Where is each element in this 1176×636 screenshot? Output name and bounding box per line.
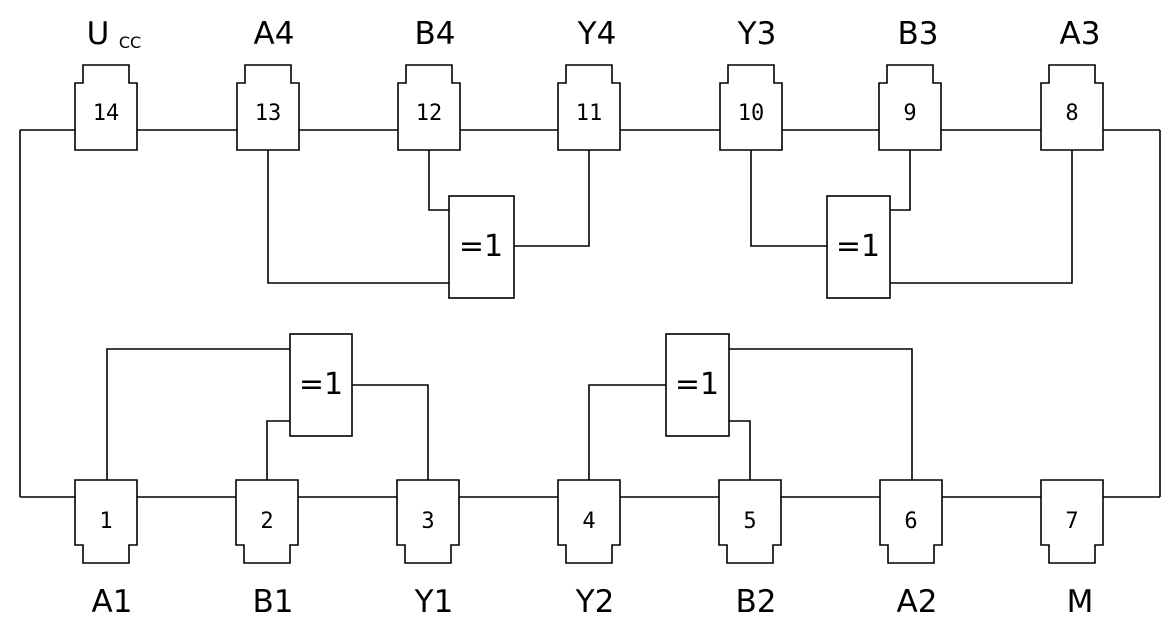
- pin: 13 A4: [236, 16, 300, 151]
- pin-number: 6: [904, 509, 917, 534]
- xor-gates: =1 =1 =1 =1: [289, 195, 891, 437]
- pin-number: 14: [93, 101, 120, 126]
- xor-gate: =1: [448, 195, 515, 299]
- pin-label: A1: [92, 584, 133, 620]
- pin-label: Y4: [577, 16, 617, 52]
- pin-label: B1: [253, 584, 294, 620]
- pin: 5 B2: [718, 479, 782, 620]
- gate-label: =1: [675, 367, 719, 402]
- pin: 14 U CC: [74, 16, 141, 151]
- pin-label: B3: [898, 16, 939, 52]
- pin-number: 5: [743, 509, 756, 534]
- pin: 12 B4: [397, 16, 461, 151]
- gate-label: =1: [836, 229, 880, 264]
- pin: 1 A1: [74, 479, 138, 620]
- pin-number: 2: [260, 509, 273, 534]
- xor-gate: =1: [826, 195, 891, 299]
- pin-label: A2: [897, 584, 938, 620]
- pin-number: 12: [416, 101, 443, 126]
- pin-label: Y3: [737, 16, 777, 52]
- pin-label: Y2: [575, 584, 615, 620]
- pin: 8 A3: [1040, 16, 1104, 151]
- pin-number: 3: [421, 509, 434, 534]
- pin-number: 11: [576, 101, 603, 126]
- pin-number: 4: [582, 509, 595, 534]
- wires: [19, 129, 1161, 498]
- pin-label-subscript: CC: [119, 33, 141, 52]
- pin-label: U: [87, 16, 110, 52]
- pin-number: 10: [738, 101, 765, 126]
- pin: 10 Y3: [719, 16, 783, 151]
- pin-label: B2: [736, 584, 777, 620]
- pin: 2 B1: [235, 479, 299, 620]
- gate-label: =1: [459, 229, 503, 264]
- top-pins: 14 U CC 13 A4 12 B4 11 Y4 10 Y3 9 B3: [74, 16, 1104, 151]
- pin: 9 B3: [878, 16, 942, 151]
- pin: 6 A2: [879, 479, 943, 620]
- pin: 4 Y2: [557, 479, 621, 620]
- xor-gate: =1: [665, 333, 730, 437]
- pin-number: 13: [255, 101, 282, 126]
- pin-label: Y1: [414, 584, 454, 620]
- pin-label: B4: [415, 16, 456, 52]
- pin-label: A4: [254, 16, 295, 52]
- pin-label: M: [1067, 584, 1094, 620]
- pin-number: 9: [903, 101, 916, 126]
- pin: 7 M: [1040, 479, 1104, 620]
- pin: 3 Y1: [396, 479, 460, 620]
- pin-number: 7: [1065, 509, 1078, 534]
- pin-number: 1: [99, 509, 112, 534]
- bottom-pins: 1 A1 2 B1 3 Y1 4 Y2 5 B2 6 A2: [74, 479, 1104, 620]
- gate-label: =1: [299, 367, 343, 402]
- xor-gate: =1: [289, 333, 353, 437]
- pin: 11 Y4: [557, 16, 621, 151]
- pin-number: 8: [1065, 101, 1078, 126]
- pin-label: A3: [1060, 16, 1101, 52]
